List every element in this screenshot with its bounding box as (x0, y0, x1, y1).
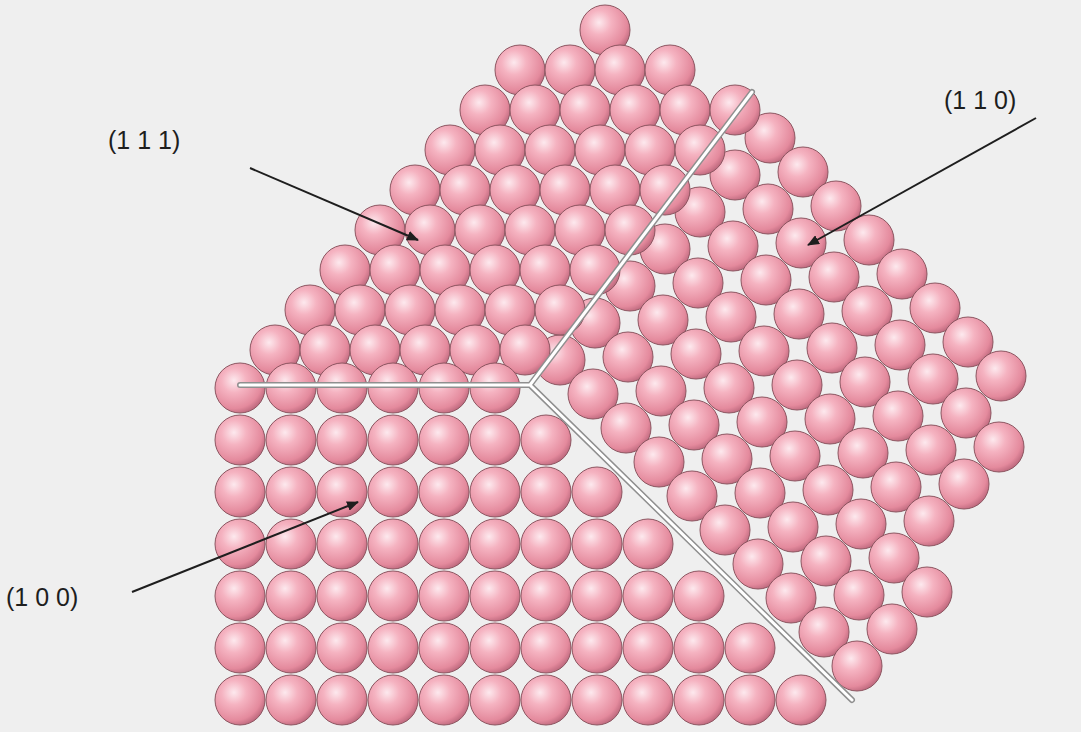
atom-sphere (215, 675, 265, 725)
plane-label: (1 0 0) (6, 585, 78, 610)
atom-sphere (368, 623, 418, 673)
plane-label: (1 1 0) (944, 88, 1016, 113)
atom-spheres (215, 5, 1026, 725)
atom-sphere (776, 675, 826, 725)
atom-sphere (419, 675, 469, 725)
atom-sphere (215, 623, 265, 673)
atom-sphere (904, 496, 954, 546)
atom-sphere (368, 415, 418, 465)
atom-sphere (675, 125, 725, 175)
atom-sphere (317, 519, 367, 569)
atom-sphere (470, 675, 520, 725)
atom-sphere (470, 623, 520, 673)
atom-sphere (623, 519, 673, 569)
atom-sphere (470, 415, 520, 465)
atom-sphere (419, 623, 469, 673)
plane-label: (1 1 1) (108, 128, 180, 153)
atom-sphere (368, 675, 418, 725)
atom-sphere (674, 623, 724, 673)
atom-sphere (570, 245, 620, 295)
atom-sphere (470, 519, 520, 569)
atom-sphere (623, 571, 673, 621)
atom-sphere (976, 351, 1026, 401)
atom-sphere (725, 675, 775, 725)
atom-sphere (215, 519, 265, 569)
atom-sphere (317, 467, 367, 517)
atom-sphere (266, 519, 316, 569)
atom-sphere (832, 641, 882, 691)
atom-sphere (572, 623, 622, 673)
atom-sphere (521, 623, 571, 673)
atom-sphere (867, 604, 917, 654)
atom-sphere (521, 467, 571, 517)
face-edges (240, 92, 852, 700)
atom-sphere (623, 675, 673, 725)
atom-sphere (521, 571, 571, 621)
atom-sphere (674, 675, 724, 725)
atom-sphere (902, 567, 952, 617)
atom-sphere (419, 571, 469, 621)
atom-sphere (419, 519, 469, 569)
atom-sphere (266, 675, 316, 725)
atom-sphere (215, 415, 265, 465)
atom-sphere (521, 415, 571, 465)
atom-sphere (317, 623, 367, 673)
atom-sphere (939, 459, 989, 509)
atom-sphere (623, 623, 673, 673)
atom-sphere (572, 467, 622, 517)
atom-sphere (266, 415, 316, 465)
atom-sphere (572, 675, 622, 725)
atom-sphere (419, 467, 469, 517)
atom-sphere (266, 623, 316, 673)
atom-sphere (368, 467, 418, 517)
atom-sphere (572, 519, 622, 569)
atom-sphere (266, 467, 316, 517)
atom-sphere (317, 675, 367, 725)
atom-sphere (215, 571, 265, 621)
atom-sphere (674, 571, 724, 621)
atom-sphere (521, 675, 571, 725)
atom-sphere (266, 571, 316, 621)
atom-sphere (470, 467, 520, 517)
atom-sphere (572, 571, 622, 621)
atom-sphere (317, 415, 367, 465)
atom-sphere (419, 415, 469, 465)
atom-sphere (725, 623, 775, 673)
atom-sphere (317, 571, 367, 621)
atom-sphere (521, 519, 571, 569)
atom-sphere (470, 571, 520, 621)
atom-sphere (368, 519, 418, 569)
atom-sphere (974, 422, 1024, 472)
leader-arrows (132, 118, 1036, 592)
atom-sphere (215, 467, 265, 517)
atom-sphere (368, 571, 418, 621)
atom-sphere (535, 285, 585, 335)
